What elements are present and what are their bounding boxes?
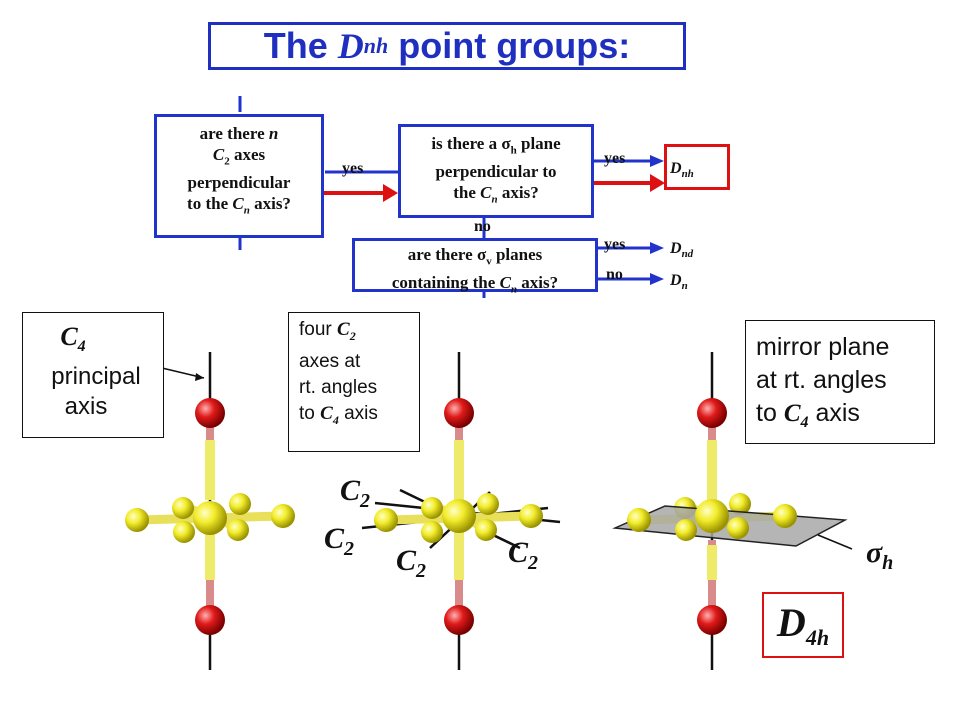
ligand-front-right-3 bbox=[727, 517, 749, 539]
yes-label-2: yes bbox=[604, 150, 626, 167]
four-c2-line1: four C2 bbox=[299, 319, 356, 343]
axial-atom-bottom-2 bbox=[444, 605, 474, 635]
ligand-left-3 bbox=[627, 508, 651, 532]
mirror-line1: mirror plane bbox=[756, 333, 890, 361]
no-label-2: no bbox=[606, 266, 623, 283]
ligand-left-1 bbox=[125, 508, 149, 532]
ligand-back-right-2 bbox=[477, 493, 499, 515]
title-symbol: D bbox=[337, 26, 364, 66]
ligand-front-left-2 bbox=[421, 521, 443, 543]
axial-atom-top-3 bbox=[697, 398, 727, 428]
ligand-front-left-1 bbox=[173, 521, 195, 543]
central-atom-3 bbox=[695, 499, 729, 533]
c2-label-top: C2 bbox=[340, 474, 371, 512]
q2-line3: the Cn axis? bbox=[453, 183, 539, 206]
dnh-highlight-box bbox=[664, 144, 730, 190]
ligand-back-left-2 bbox=[421, 497, 443, 519]
result-point-group: D4h bbox=[776, 600, 830, 650]
question-sigma-h-box: is there a σh plane perpendicular to the… bbox=[398, 124, 594, 218]
ligand-back-left-1 bbox=[172, 497, 194, 519]
outcome-dnh: Dnh bbox=[670, 160, 694, 181]
ligand-back-right-1 bbox=[229, 493, 251, 515]
central-atom-2 bbox=[442, 499, 476, 533]
sigma-h-pointer bbox=[817, 534, 853, 550]
molecule-1 bbox=[125, 352, 295, 670]
central-atom-1 bbox=[193, 501, 227, 535]
mirror-plane-callout: mirror plane at rt. angles to C4 axis bbox=[745, 320, 935, 444]
question-c2-axes-box: are there n C2 axes perpendicular to the… bbox=[154, 114, 324, 238]
sigma-h-label: σh bbox=[866, 536, 894, 574]
ligand-right-1 bbox=[271, 504, 295, 528]
four-c2-line2: axes at bbox=[299, 350, 361, 372]
outcome-dn: Dn bbox=[670, 272, 688, 293]
title-symbol-sub: nh bbox=[363, 33, 389, 58]
q1-line3: perpendicular bbox=[187, 173, 291, 193]
result-point-group-box: D4h bbox=[762, 592, 844, 658]
ligand-front-right-2 bbox=[475, 519, 497, 541]
q2-line2: perpendicular to bbox=[435, 162, 557, 182]
mirror-line2: at rt. angles bbox=[756, 366, 887, 394]
axial-atom-top-1 bbox=[195, 398, 225, 428]
mirror-line3: to C4 axis bbox=[756, 399, 860, 431]
q2-line1: is there a σh plane bbox=[431, 134, 561, 157]
outcome-dnd: Dnd bbox=[670, 240, 694, 261]
q1-line4: to the Cn axis? bbox=[187, 194, 291, 217]
molecule-3 bbox=[612, 352, 848, 670]
principal-axis-line2: axis bbox=[64, 393, 108, 421]
c2-label-bottom: C2 bbox=[396, 544, 427, 582]
four-c2-line4: to C4 axis bbox=[299, 402, 378, 427]
axial-atom-top-2 bbox=[444, 398, 474, 428]
ligand-back-right-3 bbox=[729, 493, 751, 515]
yes-label-1: yes bbox=[342, 160, 364, 177]
q3-line1: are there σv planes bbox=[407, 245, 543, 268]
ligand-front-left-3 bbox=[675, 519, 697, 541]
axial-atom-bottom-3 bbox=[697, 605, 727, 635]
ligand-left-2 bbox=[374, 508, 398, 532]
axial-atom-bottom-1 bbox=[195, 605, 225, 635]
principal-axis-line1: principal bbox=[51, 363, 141, 391]
c2-label-right: C2 bbox=[508, 536, 539, 574]
question-sigma-v-box: are there σv planes containing the Cn ax… bbox=[352, 238, 598, 296]
c2-label-left: C2 bbox=[324, 522, 355, 560]
q3-line2: containing the Cn axis? bbox=[391, 273, 559, 296]
title-suffix: point groups: bbox=[398, 25, 631, 66]
q1-line2: C2 axes bbox=[212, 145, 266, 168]
four-c2-line3: rt. angles bbox=[299, 376, 378, 398]
ligand-right-2 bbox=[519, 504, 543, 528]
ligand-right-3 bbox=[773, 504, 797, 528]
principal-axis-callout: C4 principal axis bbox=[22, 312, 164, 438]
ligand-front-right-1 bbox=[227, 519, 249, 541]
molecule-2 bbox=[361, 352, 561, 670]
principal-axis-symbol: C4 bbox=[60, 322, 86, 356]
q1-line1: are there n bbox=[199, 124, 279, 143]
title-prefix: The bbox=[263, 25, 328, 66]
no-label-1: no bbox=[474, 218, 491, 235]
four-c2-callout: four C2 axes at rt. angles to C4 axis bbox=[288, 312, 420, 452]
yes-label-3: yes bbox=[604, 236, 626, 253]
